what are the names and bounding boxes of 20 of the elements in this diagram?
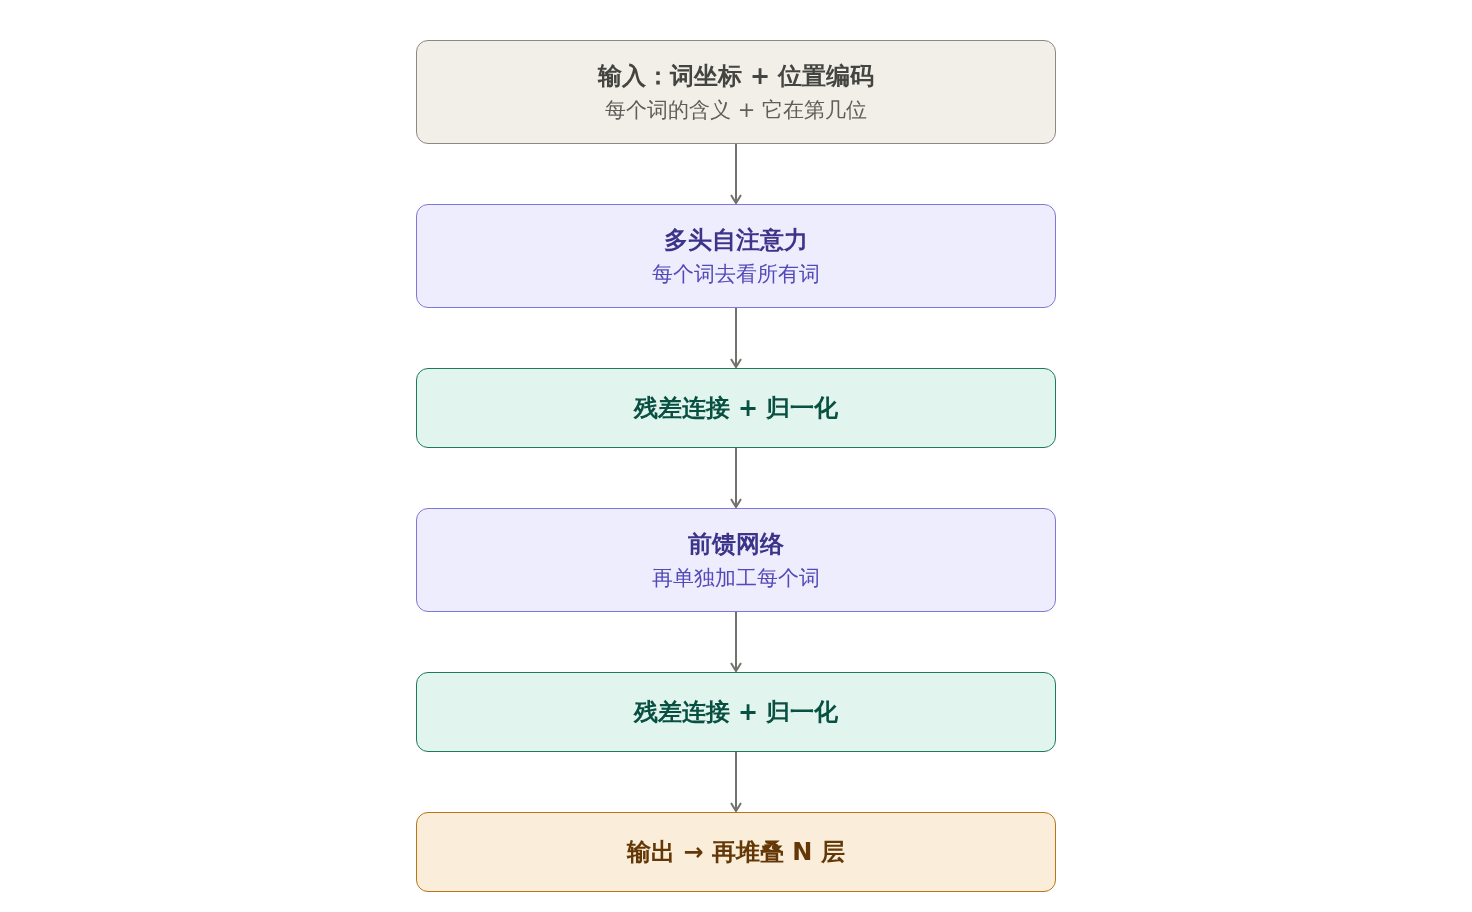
process-box: [416, 508, 1056, 612]
box-subtitle: 每个词的含义 + 它在第几位: [605, 97, 867, 123]
process-box: [416, 812, 1056, 892]
box-title: 残差连接 + 归一化: [633, 393, 839, 423]
process-box: [416, 40, 1056, 144]
process-box: [416, 368, 1056, 448]
box-subtitle: 再单独加工每个词: [652, 565, 820, 591]
box-title: 输出 → 再堆叠 N 层: [627, 837, 845, 867]
arrow: [730, 611, 742, 672]
arrow: [730, 307, 742, 368]
arrow: [730, 143, 742, 204]
box-subtitle: 每个词去看所有词: [652, 261, 820, 287]
arrow: [730, 447, 742, 508]
box-title: 输入：词坐标 + 位置编码: [597, 61, 875, 91]
box-title: 前馈网络: [688, 529, 784, 559]
box-title: 多头自注意力: [664, 225, 808, 255]
process-box: [416, 204, 1056, 308]
arrow: [730, 751, 742, 812]
process-box: [416, 672, 1056, 752]
box-title: 残差连接 + 归一化: [633, 697, 839, 727]
